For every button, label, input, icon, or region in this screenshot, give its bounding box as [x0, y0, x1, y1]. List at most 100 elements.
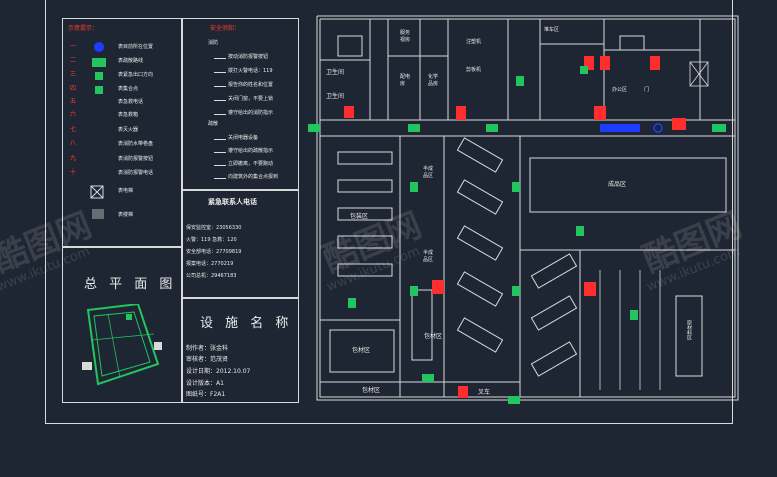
room-label-office: 办公区: [612, 87, 628, 93]
room-label-gate: 门: [644, 87, 650, 93]
legend-row-text: 表楼梯: [118, 212, 134, 218]
legend-row-text: 表集合点: [118, 86, 139, 92]
fire-item: 拨打火警电话：119: [228, 68, 273, 74]
facility-panel: [181, 297, 299, 403]
list-dash: [214, 72, 226, 73]
legend-row-text: 表消防报警电话: [118, 170, 154, 176]
legend-row-text: 表疏散路线: [118, 58, 144, 64]
room-label-packing: 包装区: [350, 213, 369, 220]
room-label-material2: 包材区: [424, 333, 443, 340]
room-label-fork: 叉车: [478, 389, 491, 396]
legend-row-text: 表消防报警按钮: [118, 156, 154, 162]
facility-reviewer: 审核者：范茂贤: [186, 356, 229, 363]
room-label-finished: 成品区: [608, 181, 627, 188]
facility-drawing-no: 图纸号：F2A1: [186, 391, 226, 398]
legend-row-text: 表急救箱: [118, 112, 139, 118]
legend-row-text: 表消防水带卷盘: [118, 141, 154, 147]
evac-item: 向建筑外的集合点报到: [228, 174, 279, 180]
site-minimap: [82, 304, 162, 386]
elevator-icon: [90, 185, 104, 199]
drawing-border: [45, 0, 733, 424]
legend-row-text: 表急救电话: [118, 99, 144, 105]
list-dash: [214, 114, 226, 115]
room-label-wc1: 卫生间: [326, 69, 345, 76]
contact-row: 火警：119 急救：120: [186, 237, 237, 243]
legend-row-number: 十: [70, 169, 77, 176]
list-dash: [214, 152, 226, 153]
elevator-icon: [689, 61, 709, 87]
fire-extinguisher-icon: [600, 56, 610, 70]
evac-item: 立即撤离，不要跑动: [228, 161, 274, 167]
legend-row-number: 四: [70, 85, 77, 92]
contacts-title: 紧急联系人电话: [208, 198, 257, 206]
legend-row-number: 一: [70, 43, 77, 50]
room-label-semi2: 半成 品区: [423, 250, 434, 263]
fire-section-title: 消防: [208, 40, 219, 46]
evac-item: 遵守给出的疏散指示: [228, 148, 274, 154]
general-plan-title: 总 平 面 图: [84, 277, 177, 292]
fire-extinguisher-icon: [344, 106, 354, 118]
facility-maker: 制作者：张金科: [186, 345, 229, 352]
fire-item: 报告你的姓名和位置: [228, 82, 274, 88]
fire-hose-icon: [594, 106, 606, 120]
room-label-raw: 原材料区: [686, 320, 692, 340]
assembly-point-icon: [95, 86, 103, 94]
safety-title: 安全须知：: [210, 25, 241, 32]
current-location-bar: [600, 124, 640, 132]
room-label-material3: 包材区: [362, 387, 381, 394]
fire-item: 遵守给出的消防指示: [228, 110, 274, 116]
list-dash: [214, 100, 226, 101]
legend-panel: [62, 18, 183, 248]
facility-title: 设 施 名 称: [200, 316, 293, 331]
fire-extinguisher-icon: [458, 386, 468, 398]
contact-row: 保安监控室：23056330: [186, 225, 242, 231]
room-label-semi1: 半成 品区: [423, 166, 434, 179]
facility-date: 设计日期：2012.10.07: [186, 368, 251, 375]
safety-panel: [181, 18, 299, 191]
fire-item: 按动消防报警按钮: [228, 54, 269, 60]
fire-equipment-icons: [344, 56, 686, 398]
legend-row-number: 六: [70, 111, 77, 118]
room-label-service: 服务 视房: [400, 30, 411, 43]
fire-hose-icon: [672, 118, 686, 130]
legend-row-text: 表灭火器: [118, 127, 139, 133]
legend-row-text: 表目前所在位置: [118, 44, 154, 50]
room-label-molding2: 剪板机: [466, 67, 482, 73]
general-plan-panel: [62, 246, 183, 403]
legend-row-number: 五: [70, 98, 77, 105]
legend-row-number: 二: [70, 57, 77, 64]
room-label-power: 配电 房: [400, 74, 411, 87]
room-label-molding1: 注塑机: [466, 39, 482, 45]
room-label-material1: 包材区: [352, 347, 371, 354]
fire-extinguisher-icon: [584, 56, 594, 70]
legend-row-number: 七: [70, 126, 77, 133]
legend-row-text: 表紧急出口方向: [118, 72, 154, 78]
list-dash: [214, 86, 226, 87]
room-label-storage: 堆车区: [544, 27, 560, 33]
legend-row-text: 表电梯: [118, 188, 134, 194]
legend-row-number: 三: [70, 71, 77, 78]
fire-hose-icon: [432, 280, 444, 294]
contact-row: 公司总机：29467183: [186, 273, 237, 279]
evacuation-route-icon: [92, 58, 106, 67]
legend-row-number: 九: [70, 155, 77, 162]
exit-direction-icon: [95, 72, 103, 80]
fire-extinguisher-icon: [650, 56, 660, 70]
fire-extinguisher-icon: [456, 106, 466, 120]
room-label-chem: 化学 品房: [428, 74, 439, 87]
list-dash: [214, 178, 226, 179]
stairs-icon: [92, 209, 104, 219]
contact-row: 安全部电话：27709819: [186, 249, 242, 255]
list-dash: [214, 165, 226, 166]
current-location-icon: [653, 123, 663, 133]
evac-section-title: 疏散: [208, 121, 219, 127]
semi-finished-racks: [456, 137, 578, 377]
room-label-wc2: 卫生间: [326, 93, 345, 100]
evac-item: 关闭电器设备: [228, 135, 259, 141]
facility-version: 设计版本：A1: [186, 380, 224, 387]
legend-title: 示意提示：: [68, 25, 99, 32]
list-dash: [214, 139, 226, 140]
